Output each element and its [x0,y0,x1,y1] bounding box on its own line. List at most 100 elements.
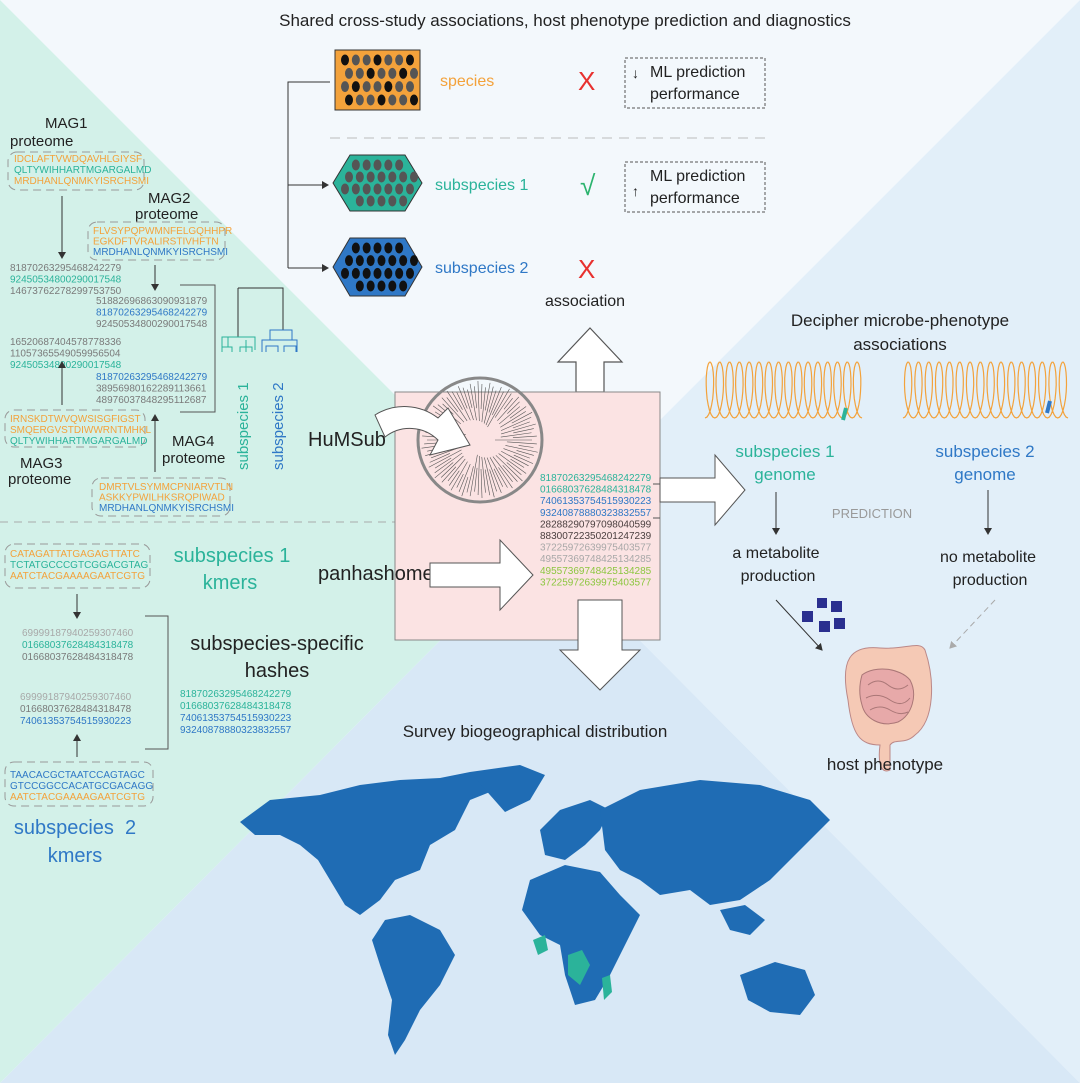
cell-dot [355,280,364,292]
sequence-line: MRDHANLQNMKYISRCHSMI [99,503,234,514]
tree-branch [513,454,534,464]
sequence-line: QLTYWIHHARTMGARGALMD [14,165,151,176]
right-title-line2: associations [853,335,947,354]
tree-branch [434,452,463,474]
cell-dot [341,54,349,66]
cell-dot [366,171,375,183]
cell-dot [373,54,382,66]
tree-branch [477,381,480,422]
arrow-down-open-icon [558,599,642,691]
tree-branch [429,453,450,463]
outcome2-label: production [953,572,1028,589]
hash-line: 01668037628484318478 [540,485,652,496]
tree-branch [485,387,502,426]
tree-branch [434,457,452,469]
tree-branch [506,441,537,445]
cell-dot [399,67,408,79]
east-africa-highlight [568,950,590,985]
greenland [470,765,545,812]
cell-dot [395,159,404,171]
cell-dot [406,267,414,279]
hash-list: 8187026329546824227901668037628484318478… [180,689,292,736]
tree-label-subspecies2: subspecies 2 [270,382,287,470]
south-america [372,915,455,1055]
specific-hashes-label: hashes [245,660,310,682]
southeast-asia [720,905,765,935]
subspecies1-icon [332,154,423,212]
tree-branch [481,456,486,493]
tree-branch [489,457,508,488]
mag2-label: MAG2 [148,190,191,207]
species-label: species [440,73,494,90]
arrow-up-icon: ↑ [632,183,639,199]
cell-dot [373,183,382,195]
cell-dot [362,183,371,195]
hash-line: 74061353754515930223 [180,713,292,724]
specific-hashes-label: subspecies-specific [190,633,363,655]
sequence-line: CATAGATTATGAGAGTTATC [10,549,140,560]
kmers2-box [4,761,154,807]
sequence-line: AATCTACGAAAAGAATCGTG [10,571,145,582]
cell-dot [355,255,364,267]
tree-branch [446,390,468,422]
tree-branch [500,411,526,428]
tree-branch [447,458,466,482]
outcome1-label: production [741,568,816,585]
cell-dot [410,255,418,267]
cell-dot [395,183,404,195]
tree-branch [469,383,477,421]
tree-branch [498,467,513,489]
tree-branch [434,462,454,479]
tree-branch [451,391,463,410]
cell-dot [351,242,360,254]
tree-branch [513,428,534,434]
sequence-line: IRNSKDTWVQWSISGFIGST [10,414,141,425]
genome2-coil-icon [902,361,1069,419]
hash-line: 49557369748425134285 [540,554,652,565]
genome2-label: subspecies 2 [935,442,1034,461]
tree-branch [495,455,523,482]
hash-line: 48976037848295112687 [96,395,207,406]
arrow-down-icon: ↓ [632,65,639,81]
cell-dot [410,67,418,79]
tree-branch [448,470,460,486]
tree-branch [492,456,513,482]
sequence-list: TAACACGCTAATCCAGTAGCGTCCGGCCACATGCGACAGG… [10,770,153,803]
subspecies2-icon [332,237,423,297]
tree-branch [458,463,471,493]
tree-branch [501,423,536,435]
hash-list: 8187026329546824227901668037628484318478… [540,473,652,588]
hash-list: 5188269686309093187981870263295468242279… [96,296,208,330]
top-title: Shared cross-study associations, host ph… [279,11,851,30]
hash-line: 93240878880323832557 [540,508,652,519]
cell-dot [395,54,404,66]
tree-branch [466,466,474,493]
arrow-right-open-icon [659,453,746,527]
mag3-label: MAG3 [20,455,63,472]
hash-line: 81870263295468242279 [96,372,208,383]
sequence-line: DMRTVLSYMMCPNIARVTLN [99,482,233,493]
tree-branch [474,386,477,409]
cell-dot [351,159,360,171]
cell-dot [395,242,404,254]
cell-dot [388,195,397,207]
cell-dot [373,159,382,171]
mag3-proteome-box [4,409,146,448]
mag1-label: MAG1 [45,115,88,132]
cell-dot [388,171,397,183]
cell-dot [366,94,375,106]
cell-dot [410,171,418,183]
cell-dot [366,195,375,207]
tree-branch [440,455,464,478]
hash-line: 28288290797098040599 [540,519,652,530]
host-phenotype-label: host phenotype [827,755,943,774]
tree-branch [488,390,497,413]
cross-icon: X [578,254,595,284]
tree-branch [506,462,522,475]
sequence-line: MRDHANLQNMKYISRCHSMI [14,176,149,187]
hash-list: 8187026329546824227938956980162289113661… [96,372,208,406]
tree-branch [486,457,502,493]
hash-bracket [180,284,216,413]
tree-branch [480,468,483,498]
tree-branch [484,457,495,498]
